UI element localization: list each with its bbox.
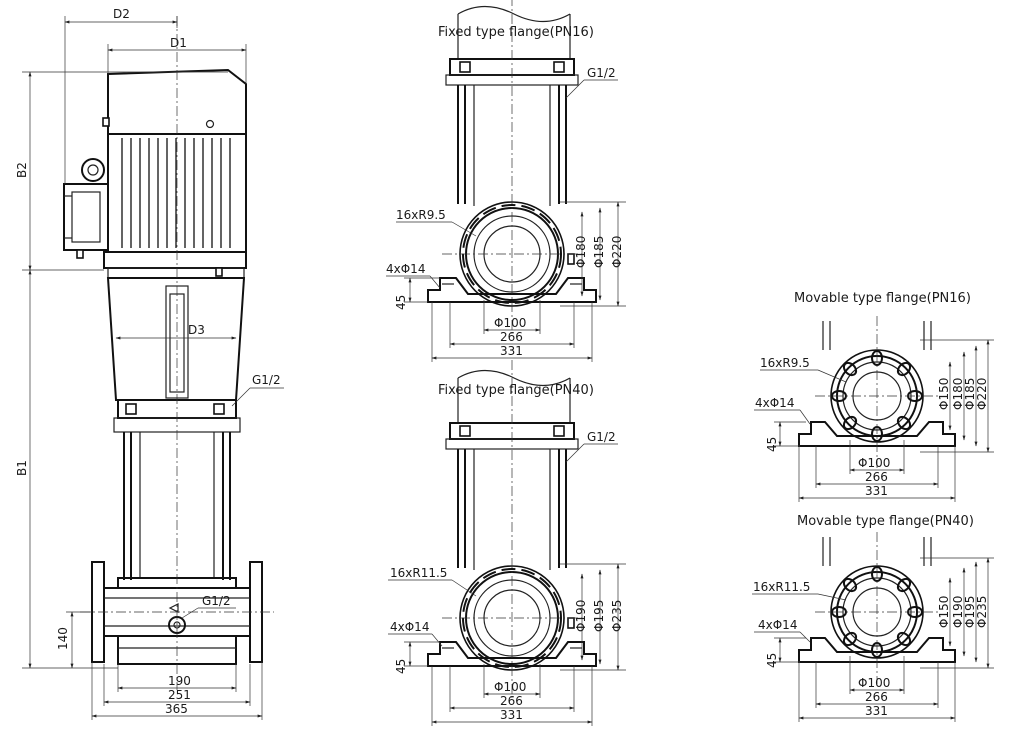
dim-266: 266 [500, 694, 523, 708]
label-bolts: 16xR9.5 [760, 356, 810, 370]
label-holes: 4xΦ14 [386, 262, 425, 276]
view-movable-pn40: Movable type flange(PN40) 16xR11.5 4xΦ14… [752, 514, 994, 722]
dim-d: Φ235 [975, 596, 989, 628]
dim-bore: Φ100 [494, 316, 526, 330]
view-fixed-pn16: Fixed type flange(PN16) G1/2 16xR9.5 4xΦ… [386, 0, 626, 362]
main-dimensions: D2 D1 B2 B1 D3 G1/2 G1/2 140 190 [15, 7, 284, 720]
label-bolts: 16xR11.5 [390, 566, 447, 580]
label-g12-top: G1/2 [252, 373, 281, 387]
view-fixed-pn40: Fixed type flange(PN40) G1/2 16xR11.5 4x… [388, 359, 626, 726]
dim-big: Φ220 [610, 236, 624, 268]
label-g12-bottom: G1/2 [202, 594, 231, 608]
dim-331: 331 [500, 708, 523, 722]
dim-c: Φ185 [963, 378, 977, 410]
view-title: Fixed type flange(PN16) [438, 25, 594, 40]
dim-bore: Φ100 [494, 680, 526, 694]
dim-big: Φ235 [610, 600, 624, 632]
dim-d3: D3 [188, 323, 205, 337]
dim-d2: D2 [113, 7, 130, 21]
dim-45: 45 [765, 653, 779, 668]
dim-365: 365 [165, 702, 188, 716]
dim-mid: Φ195 [592, 600, 606, 632]
dim-a: Φ150 [937, 596, 951, 628]
label-bolts: 16xR9.5 [396, 208, 446, 222]
dim-d: Φ220 [975, 378, 989, 410]
view-movable-pn16: Movable type flange(PN16) 16xR9.5 4xΦ14 … [754, 291, 994, 502]
label-holes: 4xΦ14 [758, 618, 797, 632]
dim-331: 331 [865, 704, 888, 718]
view-title: Movable type flange(PN16) [794, 291, 971, 306]
dim-45: 45 [394, 659, 408, 674]
dim-c: Φ195 [963, 596, 977, 628]
view-title: Fixed type flange(PN40) [438, 383, 594, 398]
dim-small: Φ180 [574, 236, 588, 268]
dim-mid: Φ185 [592, 236, 606, 268]
dim-266: 266 [865, 690, 888, 704]
dim-small: Φ190 [574, 600, 588, 632]
label-holes: 4xΦ14 [755, 396, 794, 410]
pump-elevation [63, 16, 274, 690]
dim-b1: B1 [15, 460, 29, 476]
dim-331: 331 [865, 484, 888, 498]
label-g12: G1/2 [587, 430, 616, 444]
dim-d1: D1 [170, 36, 187, 50]
dim-251: 251 [168, 688, 191, 702]
dim-b2: B2 [15, 162, 29, 178]
label-g12: G1/2 [587, 66, 616, 80]
dim-bore: Φ100 [858, 676, 890, 690]
dim-140: 140 [56, 627, 70, 650]
label-holes: 4xΦ14 [390, 620, 429, 634]
dim-266: 266 [500, 330, 523, 344]
dim-331: 331 [500, 344, 523, 358]
dim-266: 266 [865, 470, 888, 484]
dim-bore: Φ100 [858, 456, 890, 470]
label-bolts: 16xR11.5 [753, 580, 810, 594]
dim-190: 190 [168, 674, 191, 688]
dim-a: Φ150 [937, 378, 951, 410]
dim-b: Φ190 [951, 596, 965, 628]
view-title: Movable type flange(PN40) [797, 514, 974, 529]
dim-45: 45 [765, 437, 779, 452]
dim-b: Φ180 [951, 378, 965, 410]
dim-45: 45 [394, 295, 408, 310]
